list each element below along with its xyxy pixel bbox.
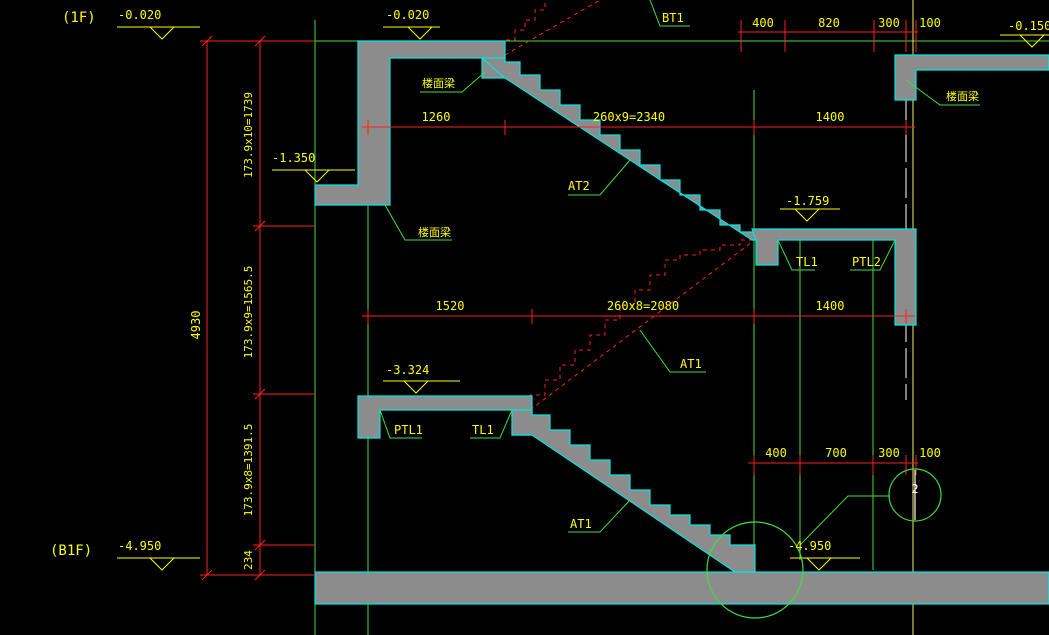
- drawing-element: [403, 380, 429, 394]
- label-beam-2: 楼面梁: [418, 225, 451, 239]
- leader-bt1: [649, 0, 690, 27]
- elevation-text-8: -4.950: [788, 539, 831, 553]
- dim-text-flight1-2: 260x9=2340: [593, 110, 665, 124]
- dim-text-bottom-4: 100: [919, 446, 941, 460]
- dim-text-flight2-3: 1400: [816, 299, 845, 313]
- elevation-symbol-2: [383, 26, 440, 40]
- label-ptl1: PTL1: [394, 423, 423, 437]
- elevation-symbol-7: [117, 557, 200, 571]
- upper-right-landing: [894, 54, 1049, 101]
- drawing-element: [201, 35, 213, 47]
- dim-text-seg4: 234: [242, 550, 255, 570]
- elevation-symbol-6: [383, 380, 460, 394]
- elevation-symbol-4: [272, 169, 355, 183]
- drawing-element: [149, 557, 175, 571]
- dim-text-flight2-1: 1520: [436, 299, 465, 313]
- axis-bubble-number: 2: [911, 482, 918, 496]
- leader-beam-1: [420, 71, 486, 93]
- leader-bubble: [799, 495, 890, 546]
- dim-text-top-3: 300: [878, 16, 900, 30]
- elevation-text-5: -1.759: [786, 194, 829, 208]
- dim-text-seg1: 173.9x10=1739: [242, 92, 255, 178]
- elevation-symbol-1: [117, 26, 200, 40]
- dim-text-top-1: 400: [752, 16, 774, 30]
- drawing-element: [254, 539, 266, 551]
- detail-circle: [706, 521, 804, 619]
- lower-landing: [357, 395, 533, 439]
- middle-landing: [751, 228, 917, 326]
- axis-bubble-circle: [888, 468, 942, 522]
- floor-labels: (1F) (B1F): [50, 10, 96, 559]
- hidden-stair-diag-middle: [529, 241, 753, 411]
- drawing-element: [201, 569, 213, 581]
- flight-at2: [480, 57, 757, 241]
- label-at1-lower: AT1: [570, 517, 592, 531]
- ground-slab: [314, 571, 1049, 605]
- drawing-element: [254, 569, 266, 581]
- dim-text-total: 4930: [189, 311, 203, 340]
- drawing-element: [149, 26, 175, 40]
- label-tl1-a: TL1: [796, 255, 818, 269]
- leader-ptl2: [850, 239, 896, 271]
- leader-tl1-b: [470, 409, 513, 439]
- drawing-element: [1019, 34, 1045, 48]
- elevation-symbol-5: [780, 208, 840, 222]
- dim-text-top-2: 820: [818, 16, 840, 30]
- circles: [706, 468, 942, 619]
- drawing-element: [407, 26, 433, 40]
- leader-beam-3: [905, 79, 980, 106]
- leader-tl1-a: [777, 239, 815, 271]
- label-at2: AT2: [568, 179, 590, 193]
- flight-at1-lower: [511, 409, 756, 573]
- hidden-stairs: [504, 0, 753, 411]
- dim-text-bottom-2: 700: [825, 446, 847, 460]
- horizontal-dim-texts: 400 820 300 100 1260 260x9=2340 1400 152…: [422, 16, 941, 460]
- drawing-element: [254, 220, 266, 232]
- leader-beam-2: [384, 204, 452, 241]
- vertical-dim-texts: 4930 173.9x10=1739 173.9x9=1565.5 173.9x…: [189, 92, 255, 570]
- dim-text-flight1-3: 1400: [816, 110, 845, 124]
- dim-text-seg3: 173.9x8=1391.5: [242, 424, 255, 517]
- elevation-symbol-3: [1000, 34, 1049, 48]
- dimension-lines: [200, 20, 918, 581]
- drawing-element: [254, 388, 266, 400]
- drawing-element: [794, 208, 820, 222]
- leader-at1-lower: [568, 499, 631, 533]
- dim-text-top-4: 100: [919, 16, 941, 30]
- upper-slab-and-wall: [314, 40, 506, 206]
- elevation-text-7: -4.950: [118, 539, 161, 553]
- concrete-sections: [314, 40, 1049, 605]
- floor-label-upper: (1F): [62, 10, 96, 26]
- floor-label-lower: (B1F): [50, 543, 92, 559]
- hidden-stair-middle: [529, 239, 752, 405]
- label-beam-3: 楼面梁: [946, 89, 979, 103]
- label-at1-upper: AT1: [680, 357, 702, 371]
- drawing-element: [254, 35, 266, 47]
- elevation-text-6: -3.324: [386, 363, 429, 377]
- elevation-text-1: -0.020: [118, 8, 161, 22]
- leader-at1-upper: [639, 329, 706, 373]
- label-tl1-b: TL1: [472, 423, 494, 437]
- elevation-text-4: -1.350: [272, 151, 315, 165]
- leader-lines: [379, 0, 980, 546]
- dim-text-flight2-2: 260x8=2080: [607, 299, 679, 313]
- dim-text-seg2: 173.9x9=1565.5: [242, 266, 255, 359]
- hidden-stair-upper: [504, 0, 546, 55]
- drawing-element: [304, 169, 330, 183]
- label-ptl2: PTL2: [852, 255, 881, 269]
- elevation-text-3: -0.150: [1008, 19, 1049, 33]
- dim-text-bottom-1: 400: [765, 446, 787, 460]
- dim-text-bottom-3: 300: [878, 446, 900, 460]
- elevation-texts: -0.020 -0.020 -0.150 -1.350 -1.759 -3.32…: [118, 8, 1049, 553]
- leader-at2: [568, 159, 631, 196]
- leader-ptl1: [379, 409, 422, 439]
- dim-text-flight1-1: 1260: [422, 110, 451, 124]
- label-bt1: BT1: [662, 11, 684, 25]
- elevation-text-2: -0.020: [386, 8, 429, 22]
- member-labels: BT1 AT2 AT1 AT1 TL1 PTL2 PTL1 TL1 楼面梁 楼面…: [394, 11, 979, 531]
- hidden-stair-diag-upper: [504, 0, 601, 56]
- drawing-element: [806, 557, 832, 571]
- label-beam-1: 楼面梁: [422, 76, 455, 90]
